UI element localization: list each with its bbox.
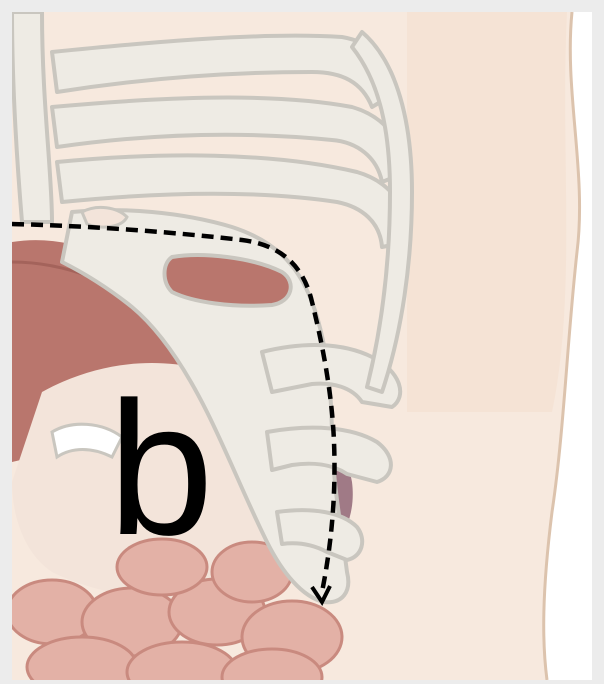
rib-cage xyxy=(12,12,414,605)
flank-outline xyxy=(542,12,582,680)
intestines xyxy=(12,537,344,680)
arrowhead xyxy=(310,585,332,606)
panel-label: b xyxy=(108,363,214,575)
dashed-boundary-line xyxy=(12,221,337,593)
liver-window xyxy=(162,253,293,308)
colon-top xyxy=(50,422,124,460)
flank-shade xyxy=(407,12,567,412)
small-window xyxy=(80,205,129,229)
costal-cartilage xyxy=(60,208,351,605)
anatomical-illustration: b xyxy=(12,12,592,680)
